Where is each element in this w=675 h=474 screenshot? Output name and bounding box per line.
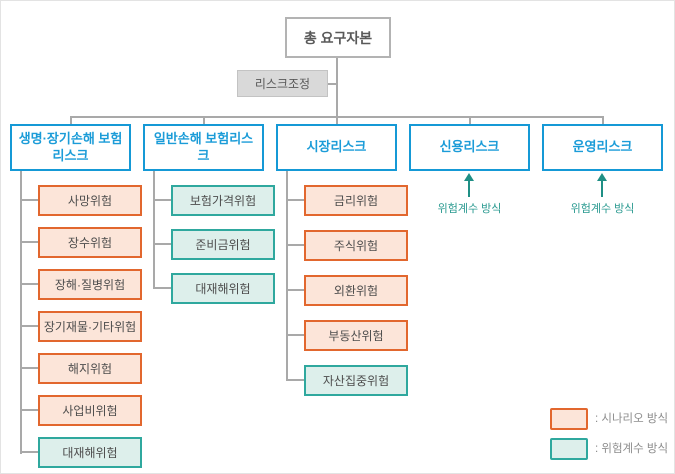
connector-line	[288, 199, 304, 201]
connector-line	[288, 334, 304, 336]
risk-node: 사망위험	[38, 185, 142, 216]
risk-node: 장해·질병위험	[38, 269, 142, 300]
connector-line	[602, 116, 604, 126]
legend-label-factor: : 위험계수 방식	[595, 443, 669, 455]
method-note: 위험계수 방식	[570, 203, 635, 215]
connector-line	[22, 325, 38, 327]
connector-line	[288, 289, 304, 291]
branch-life-longterm-insurance-risk: 생명·장기손해 보험리스크	[10, 124, 131, 171]
connector-line	[20, 171, 22, 454]
connector-line	[22, 451, 38, 453]
arrow-shaft	[468, 181, 470, 197]
arrow-up-icon	[597, 173, 607, 181]
risk-node: 준비금위험	[171, 229, 275, 260]
connector-line	[22, 241, 38, 243]
legend-swatch-factor	[550, 438, 588, 460]
risk-node: 대재해위험	[38, 437, 142, 468]
connector-line	[288, 244, 304, 246]
legend-label-scenario: : 시나리오 방식	[595, 413, 669, 425]
risk-node: 장기재물·기타위험	[38, 311, 142, 342]
branch-market-risk: 시장리스크	[276, 124, 397, 171]
risk-node: 사업비위험	[38, 395, 142, 426]
connector-line	[327, 83, 337, 85]
legend-swatch-scenario	[550, 408, 588, 430]
risk-node: 주식위험	[304, 230, 408, 261]
connector-line	[155, 287, 171, 289]
connector-line	[155, 199, 171, 201]
connector-line	[203, 116, 205, 126]
connector-line	[22, 199, 38, 201]
branch-general-insurance-risk: 일반손해 보험리스크	[143, 124, 264, 171]
risk-node: 부동산위험	[304, 320, 408, 351]
connector-line	[286, 171, 288, 381]
risk-adjustment-node: 리스크조정	[237, 70, 328, 97]
arrow-shaft	[601, 181, 603, 197]
connector-line	[22, 367, 38, 369]
connector-line	[336, 116, 338, 126]
connector-line	[288, 379, 304, 381]
risk-node: 자산집중위험	[304, 365, 408, 396]
branch-credit-risk: 신용리스크	[409, 124, 530, 171]
connector-line	[22, 409, 38, 411]
root-node-total-required-capital: 총 요구자본	[285, 17, 391, 58]
connector-line	[22, 283, 38, 285]
risk-node: 장수위험	[38, 227, 142, 258]
risk-node: 해지위험	[38, 353, 142, 384]
risk-node: 외환위험	[304, 275, 408, 306]
arrow-up-icon	[464, 173, 474, 181]
risk-node: 대재해위험	[171, 273, 275, 304]
connector-line	[336, 57, 338, 118]
risk-node: 금리위험	[304, 185, 408, 216]
connector-line	[469, 116, 471, 126]
connector-line	[70, 116, 72, 126]
branch-operational-risk: 운영리스크	[542, 124, 663, 171]
connector-line	[155, 243, 171, 245]
method-note: 위험계수 방식	[437, 203, 502, 215]
connector-line	[153, 171, 155, 289]
risk-node: 보험가격위험	[171, 185, 275, 216]
